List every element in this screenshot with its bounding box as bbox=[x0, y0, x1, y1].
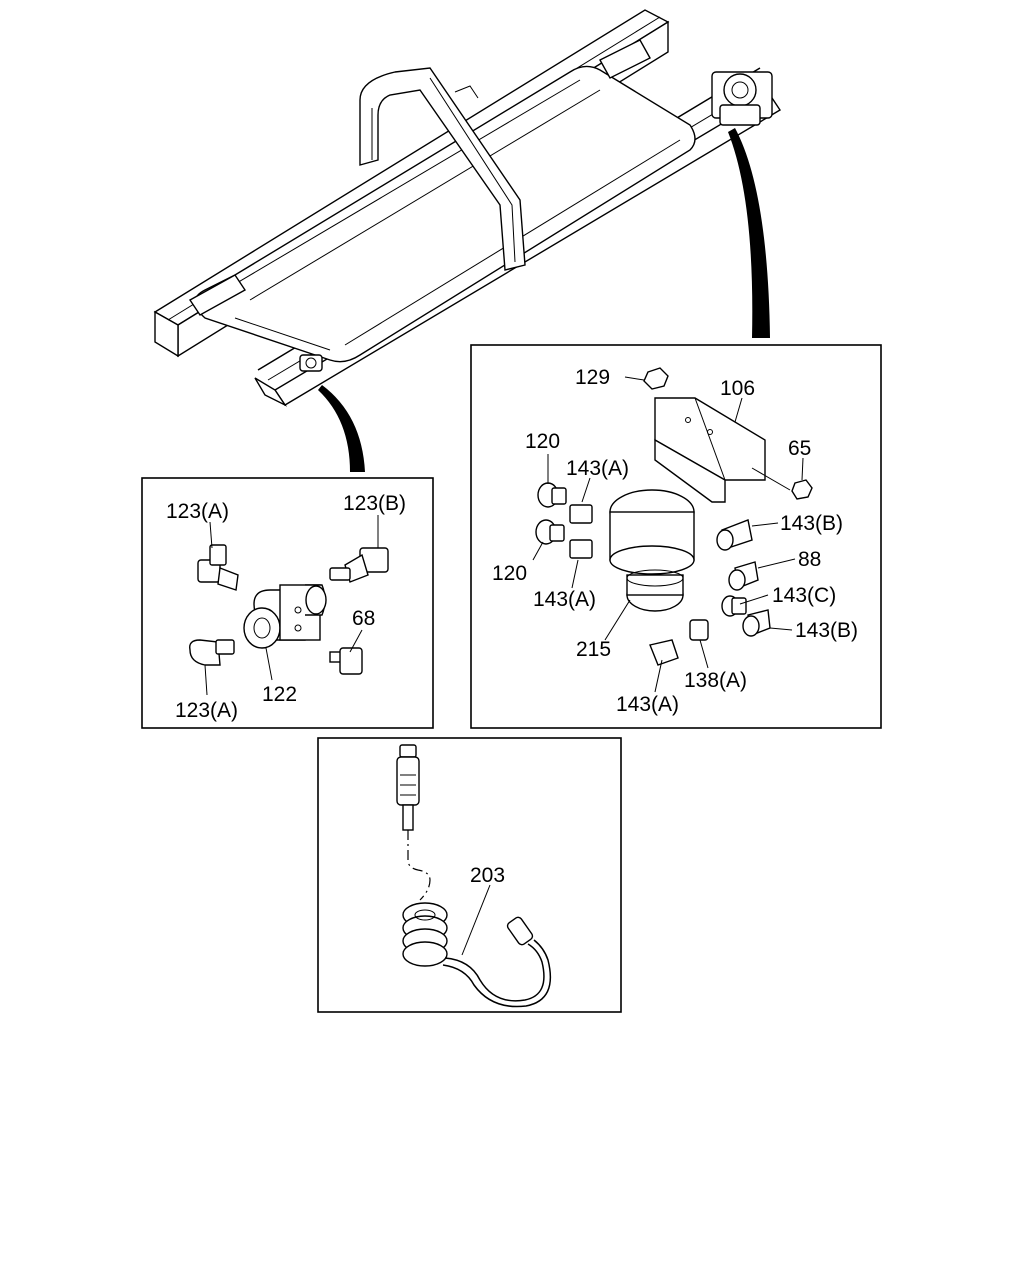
detail-box-right: 129 106 65 120 143(A) 143(B) 88 120 143(… bbox=[470, 344, 882, 729]
callout-122: 122 bbox=[262, 683, 297, 706]
callout-68: 68 bbox=[352, 607, 375, 630]
callout-123a-bottom: 123(A) bbox=[175, 699, 238, 722]
callout-129: 129 bbox=[575, 366, 610, 389]
chassis-frame-illustration bbox=[153, 9, 781, 407]
callout-88: 88 bbox=[798, 548, 821, 571]
callout-143a-middle: 143(A) bbox=[533, 588, 596, 611]
callout-143c: 143(C) bbox=[772, 584, 836, 607]
callout-143a-top: 143(A) bbox=[566, 457, 629, 480]
callout-143b-top: 143(B) bbox=[780, 512, 843, 535]
callout-65: 65 bbox=[788, 437, 811, 460]
callout-106: 106 bbox=[720, 377, 755, 400]
leader-arrow-right bbox=[728, 128, 770, 338]
leader-arrow-left bbox=[318, 385, 365, 472]
callout-143b-bottom: 143(B) bbox=[795, 619, 858, 642]
callout-143a-bottom: 143(A) bbox=[616, 693, 679, 716]
pressure-switch-location bbox=[299, 354, 323, 372]
callout-120-top: 120 bbox=[525, 430, 560, 453]
callout-123a-top: 123(A) bbox=[166, 500, 229, 523]
callout-215: 215 bbox=[576, 638, 611, 661]
callout-123b: 123(B) bbox=[343, 492, 406, 515]
relay-valve-location bbox=[711, 71, 773, 126]
callout-203: 203 bbox=[470, 864, 505, 887]
callout-138a: 138(A) bbox=[684, 669, 747, 692]
detail-box-left: 123(A) 123(B) 68 122 123(A) bbox=[141, 477, 434, 729]
callout-120-bottom: 120 bbox=[492, 562, 527, 585]
detail-box-bottom: 203 bbox=[317, 737, 622, 1013]
